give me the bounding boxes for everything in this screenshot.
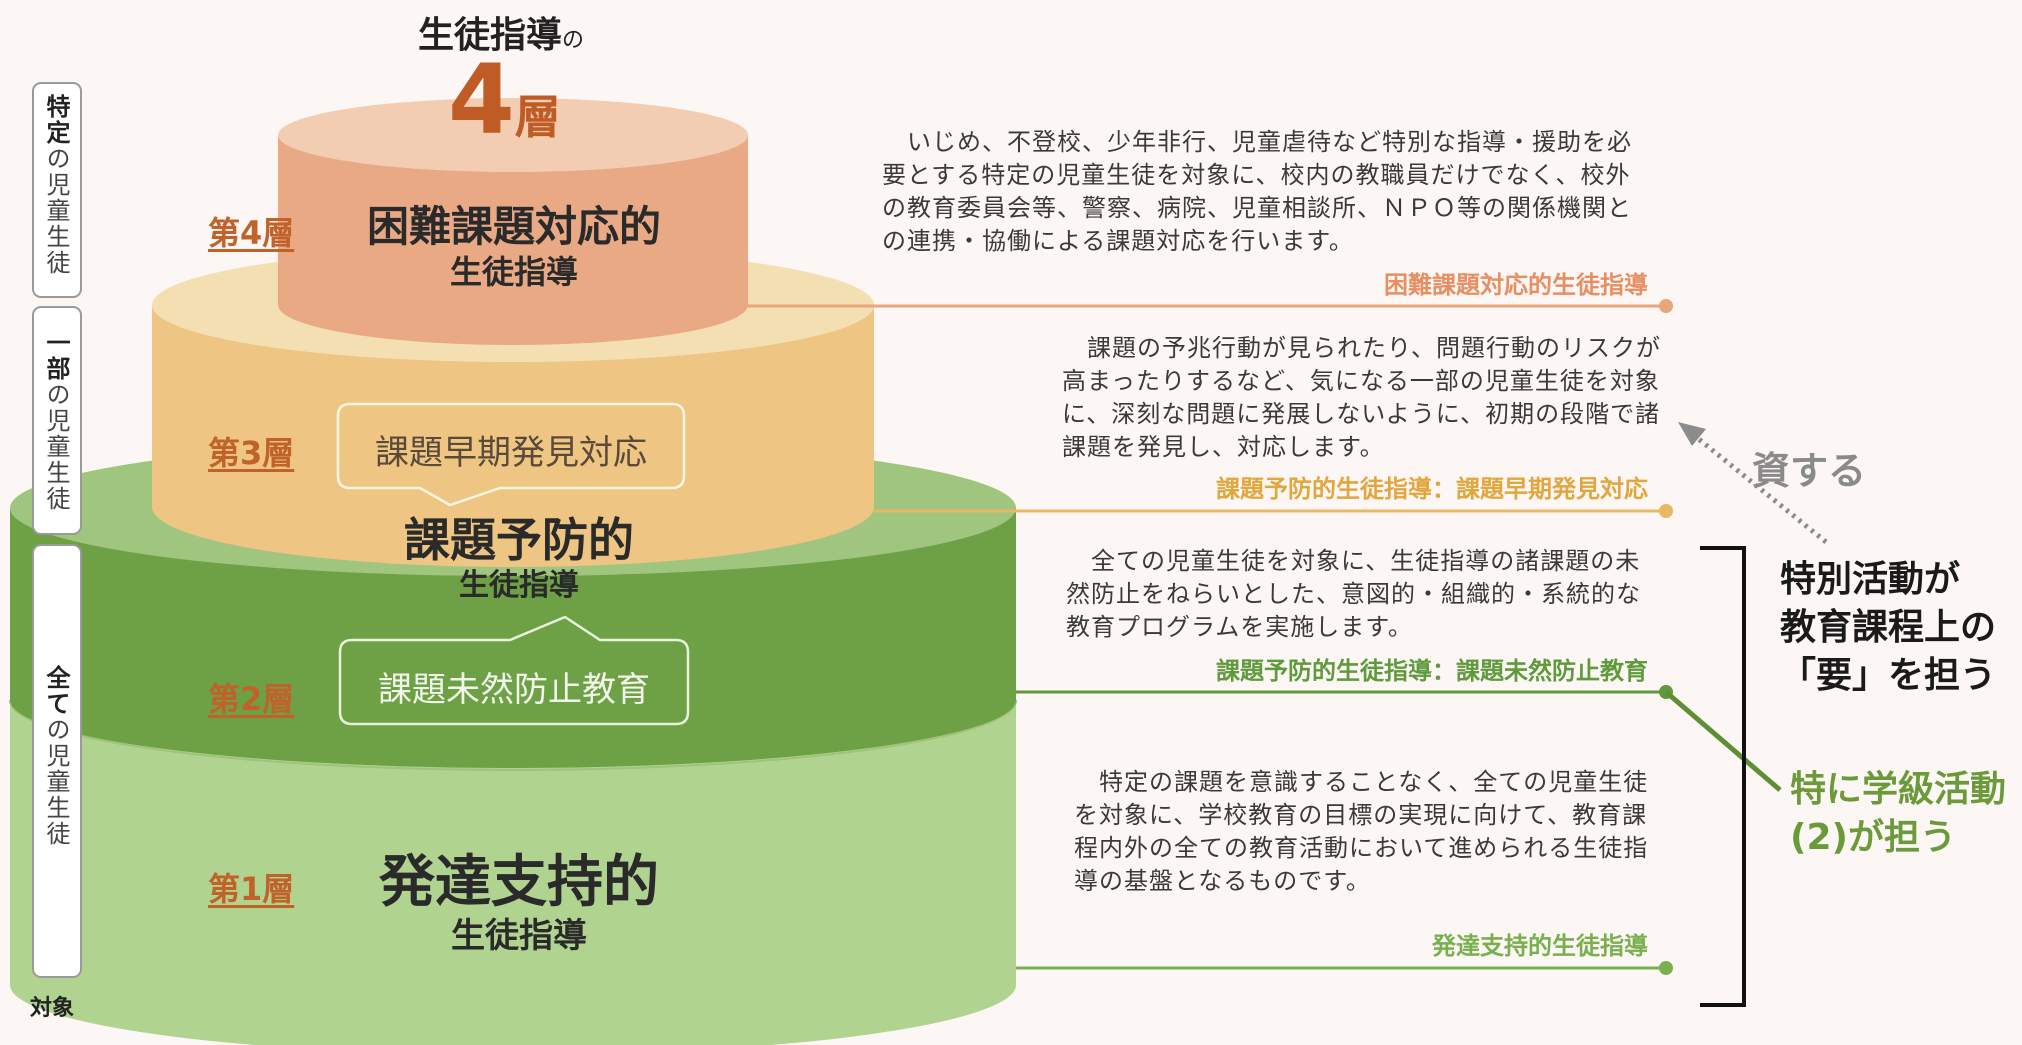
layer-3-bubble-text: 課題早期発見対応 xyxy=(375,433,647,473)
target-all-label: 全ての児童生徒 xyxy=(42,665,70,847)
class-note-line-2: (2)が担う xyxy=(1790,817,1956,858)
preventive-label-sub: 生徒指導 xyxy=(459,568,579,603)
description-layer-2: 全ての児童生徒を対象に、生徒指導の諸課題の未然防止をねらいとした、意図的・組織的… xyxy=(1066,547,1641,641)
layer-1-name-sub: 生徒指導 xyxy=(451,916,587,956)
bubble-2-outline xyxy=(338,615,690,726)
target-caption: 対象 xyxy=(30,996,75,1021)
layer-4-name: 困難課題対応的 生徒指導 xyxy=(344,202,684,292)
layer-4-shape xyxy=(278,98,748,345)
description-layer-3: 課題の予兆行動が見られたり、問題行動のリスクが高まったりするなど、気になる一部の… xyxy=(1062,334,1662,461)
description-layer-1-subtitle: 発達支持的生徒指導 xyxy=(1432,932,1648,960)
layer-3-label: 第3層 xyxy=(208,434,295,472)
special-note-line-3: 「要」を担う xyxy=(1780,655,1997,696)
target-specific-strong: 特定 xyxy=(42,94,70,146)
layer-4-name-sub: 生徒指導 xyxy=(449,253,578,291)
connector-layer-2 xyxy=(1016,685,1673,699)
preventive-label: 課題予防的 生徒指導 xyxy=(354,512,684,604)
target-all-strong: 全て xyxy=(42,665,70,717)
title-count: 4層 xyxy=(448,52,561,148)
description-layer-4-subtitle: 困難課題対応的生徒指導 xyxy=(1384,271,1648,299)
layer-1-label: 第1層 xyxy=(208,870,295,908)
title-particle: の xyxy=(562,28,585,53)
target-specific-rest: の児童生徒 xyxy=(42,146,70,276)
title-number: 4 xyxy=(448,44,515,156)
description-layer-1: 特定の課題を意識することなく、全ての児童生徒を対象に、学校教育の目標の実現に向け… xyxy=(1074,768,1649,895)
target-all-rest: の児童生徒 xyxy=(42,717,70,847)
bubble-3-outline xyxy=(336,402,686,507)
title-unit: 層 xyxy=(514,90,561,144)
special-note-line-2: 教育課程上の xyxy=(1780,607,1997,648)
contributes-arrow xyxy=(1678,422,1828,544)
description-layer-4: いじめ、不登校、少年非行、児童虐待など特別な指導・援助を必要とする特定の児童生徒… xyxy=(882,128,1632,255)
right-bracket xyxy=(1700,546,1746,1007)
diagram-title: 生徒指導の xyxy=(418,6,584,58)
special-activities-note: 特別活動が 教育課程上の 「要」を担う xyxy=(1780,556,1996,700)
layer-2-bubble-text: 課題未然防止教育 xyxy=(378,670,650,710)
layer-4-name-main: 困難課題対応的 xyxy=(366,202,661,251)
special-note-line-1: 特別活動が xyxy=(1780,559,1961,600)
class-note-line-1: 特に学級活動 xyxy=(1790,769,2007,810)
class-activity-pointer xyxy=(1664,690,1782,792)
target-some-strong: 一部 xyxy=(42,330,70,382)
layer-1-name: 発達支持的 生徒指導 xyxy=(354,850,684,956)
target-some-rest: の児童生徒 xyxy=(42,382,70,512)
layer-2-label: 第2層 xyxy=(208,680,295,718)
layer-4-label: 第4層 xyxy=(208,214,295,252)
layer-1-name-main: 発達支持的 xyxy=(379,850,659,915)
connector-layer-4 xyxy=(748,299,1673,313)
connector-layer-3 xyxy=(874,504,1673,518)
target-all-frame xyxy=(32,544,82,978)
target-specific-label: 特定の児童生徒 xyxy=(42,94,70,276)
target-some-label: 一部の児童生徒 xyxy=(42,330,70,512)
target-specific-frame xyxy=(32,82,82,298)
title-main: 生徒指導 xyxy=(418,15,563,56)
description-layer-3-subtitle: 課題予防的生徒指導：課題早期発見対応 xyxy=(1216,475,1648,503)
contributes-label: 資する xyxy=(1752,449,1867,493)
class-activities-note: 特に学級活動 (2)が担う xyxy=(1790,766,2006,862)
connector-layer-1 xyxy=(1016,961,1673,975)
description-layer-2-subtitle: 課題予防的生徒指導：課題未然防止教育 xyxy=(1216,657,1648,685)
preventive-label-main: 課題予防的 xyxy=(404,513,634,567)
target-some-frame xyxy=(32,306,82,535)
